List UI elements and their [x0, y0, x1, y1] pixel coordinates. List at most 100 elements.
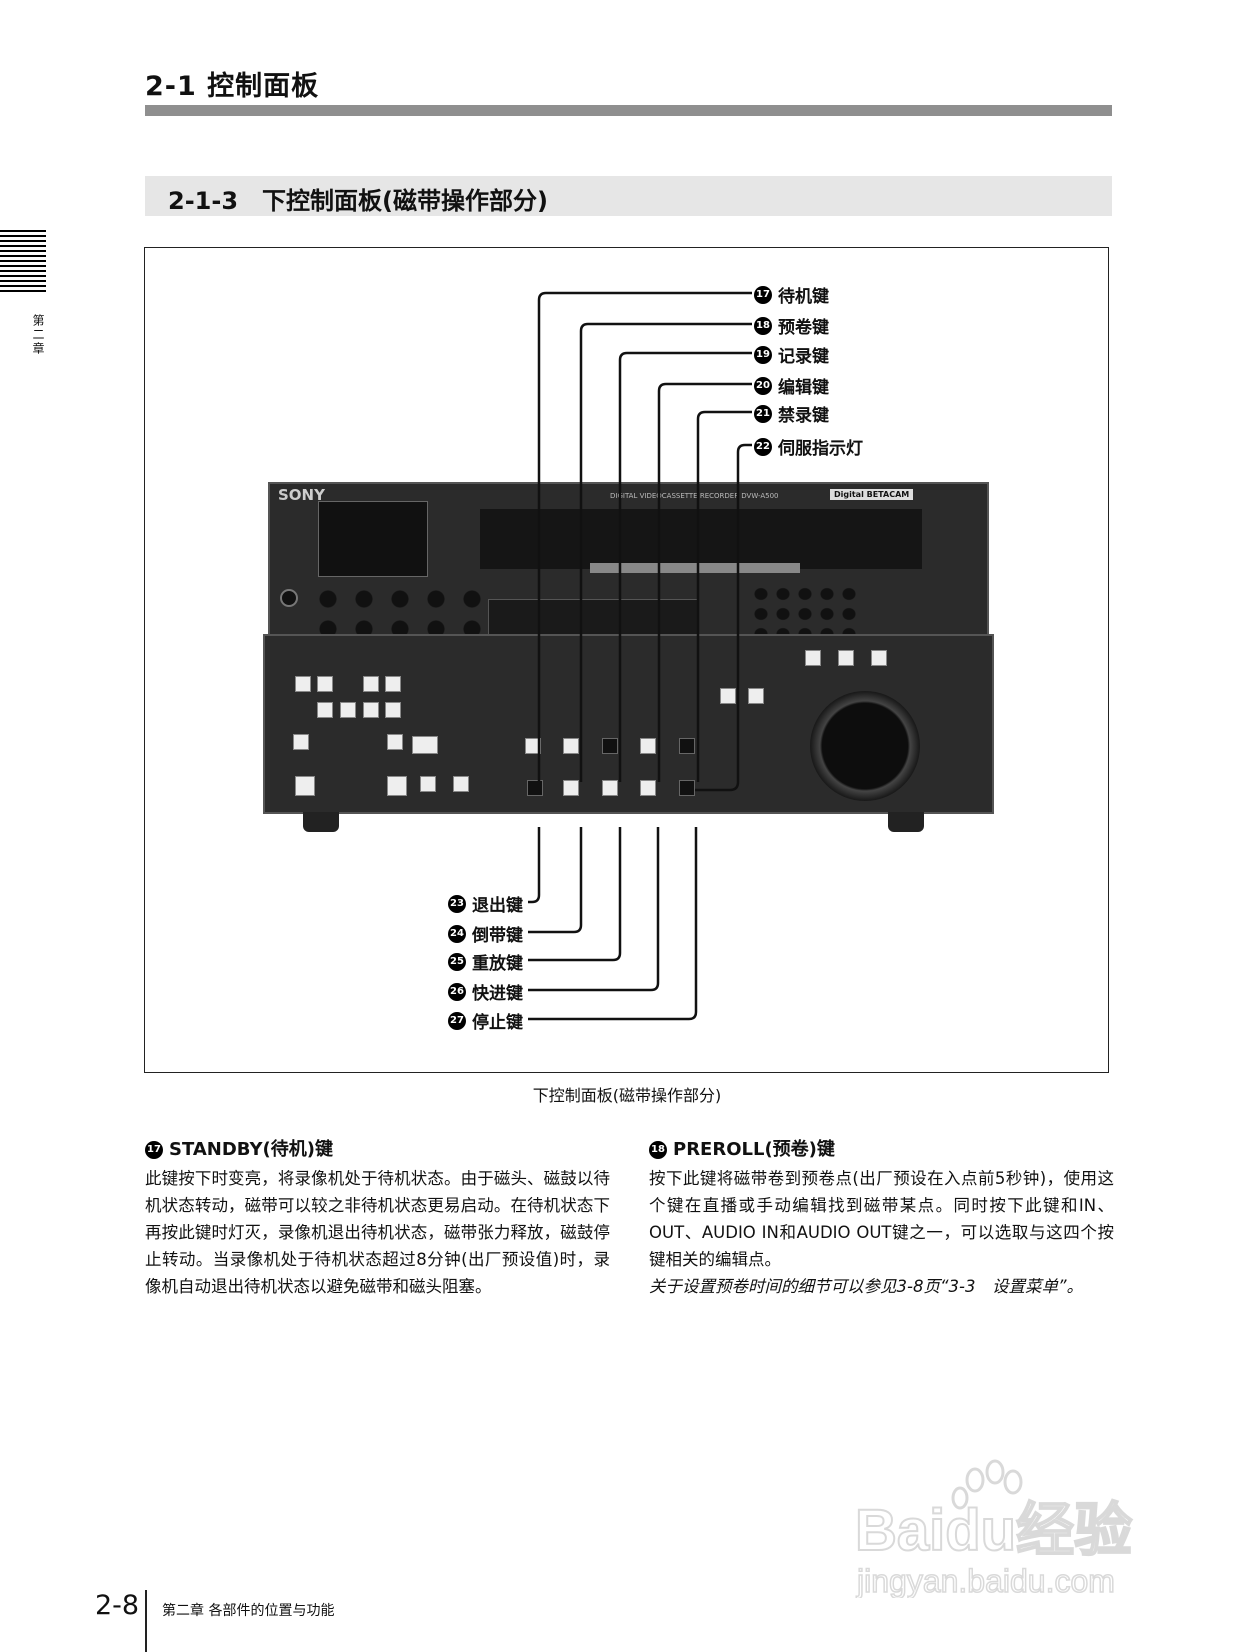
panel-button	[838, 650, 854, 666]
section-body: 此键按下时变亮，将录像机处于待机状态。由于磁头、磁鼓以待机状态转动，磁带可以较之…	[145, 1169, 610, 1296]
stop-button	[679, 780, 695, 796]
callout-label: 预卷键	[778, 318, 829, 338]
rewind-button	[563, 780, 579, 796]
page-title: 2-1 控制面板	[145, 71, 320, 102]
panel-button	[317, 702, 333, 718]
edit-button	[640, 738, 656, 754]
callout-label: 编辑键	[778, 378, 829, 398]
panel-button	[317, 676, 333, 692]
panel-button	[387, 734, 403, 750]
chapter-tab-label: 第二章	[31, 314, 45, 356]
callout-label: 伺服指示灯	[778, 439, 863, 459]
section-heading: 17 STANDBY(待机)键	[145, 1136, 610, 1163]
page-number: 2-8	[95, 1590, 140, 1621]
standby-button	[525, 738, 541, 754]
panel-button	[720, 688, 736, 704]
panel-button	[363, 676, 379, 692]
number-badge: 24	[448, 924, 466, 943]
callout-label: 停止键	[472, 1013, 523, 1033]
panel-button	[412, 736, 438, 754]
number-badge: 18	[649, 1140, 667, 1159]
panel-button	[871, 650, 887, 666]
baidu-watermark: Baidu经验 jingyan.baidu.com	[854, 1458, 1140, 1600]
number-badge: 21	[754, 404, 772, 423]
brand-logo: SONY	[278, 486, 325, 504]
section-heading-bar: 2-1-3 下控制面板(磁带操作部分)	[145, 176, 1112, 216]
number-badge: 19	[754, 345, 772, 364]
section-standby: 17 STANDBY(待机)键 此键按下时变亮，将录像机处于待机状态。由于磁头、磁…	[145, 1136, 610, 1300]
callout-24: 24 倒带键	[448, 921, 523, 946]
number-badge: 26	[448, 982, 466, 1001]
callout-label: 记录键	[778, 347, 829, 367]
callout-19: 19 记录键	[754, 342, 829, 367]
footer-divider	[145, 1590, 147, 1652]
paw-logo-icon: Baidu经验 jingyan.baidu.com	[854, 1459, 1133, 1600]
callout-27: 27 停止键	[448, 1008, 523, 1033]
number-badge: 22	[754, 437, 772, 456]
device-foot	[888, 812, 924, 832]
callout-line-17	[537, 291, 752, 782]
watermark-logo: Baidu经验	[855, 1498, 1132, 1563]
betacam-logo: Digital BETACAM	[830, 489, 914, 500]
panel-button	[805, 650, 821, 666]
number-badge: 23	[448, 894, 466, 913]
number-badge: 17	[754, 285, 772, 304]
callout-line-22	[695, 443, 752, 792]
panel-button	[363, 702, 379, 718]
cassette-label	[590, 563, 800, 573]
callout-label: 禁录键	[778, 406, 829, 426]
callout-line-23	[528, 827, 541, 904]
callout-label: 快进键	[472, 984, 523, 1004]
callout-line-20	[657, 382, 752, 782]
preroll-button	[563, 738, 579, 754]
panel-button	[385, 676, 401, 692]
callout-line-21	[696, 410, 752, 782]
number-badge: 27	[448, 1011, 466, 1030]
callout-label: 待机键	[778, 287, 829, 307]
title-rule	[145, 105, 1112, 116]
play-button	[602, 780, 618, 796]
callout-17: 17 待机键	[754, 282, 829, 307]
callout-21: 21 禁录键	[754, 401, 829, 426]
callout-23: 23 退出键	[448, 891, 523, 916]
record-button	[602, 738, 618, 754]
section-note: 关于设置预卷时间的细节可以参见3-8页“3-3 设置菜单”。	[649, 1277, 1083, 1296]
figure-frame	[144, 247, 1109, 1073]
callout-label: 重放键	[472, 954, 523, 974]
eject-button	[527, 780, 543, 796]
section-heading: 18 PREROLL(预卷)键	[649, 1136, 1114, 1163]
panel-button	[387, 776, 407, 796]
number-badge: 17	[145, 1140, 163, 1159]
lower-control-panel	[263, 634, 994, 814]
number-badge: 25	[448, 952, 466, 971]
callout-label: 倒带键	[472, 926, 523, 946]
cassette-slot	[480, 509, 922, 569]
monitor-screen	[318, 501, 428, 577]
rec-inhibit-button	[679, 738, 695, 754]
panel-button	[295, 676, 311, 692]
section-title: 2-1-3 下控制面板(磁带操作部分)	[168, 187, 548, 215]
callout-label: 退出键	[472, 896, 523, 916]
model-text: DIGITAL VIDEOCASSETTE RECORDER DVW-A500	[610, 492, 779, 500]
device-foot	[303, 812, 339, 832]
chapter-tab-stripes	[0, 230, 46, 293]
heading-text: STANDBY(待机)键	[169, 1139, 334, 1160]
callout-line-27	[528, 827, 698, 1021]
panel-button	[340, 702, 356, 718]
number-badge: 18	[754, 316, 772, 335]
panel-button	[295, 776, 315, 796]
panel-button	[293, 734, 309, 750]
callout-25: 25 重放键	[448, 949, 523, 974]
panel-button	[385, 702, 401, 718]
callout-line-24	[528, 827, 583, 934]
panel-button	[453, 776, 469, 792]
callout-line-26	[528, 827, 660, 992]
watermark-url: jingyan.baidu.com	[856, 1563, 1115, 1598]
callout-line-18	[579, 322, 752, 782]
footer-chapter: 第二章 各部件的位置与功能	[162, 1603, 335, 1619]
fast-forward-button	[640, 780, 656, 796]
heading-text: PREROLL(预卷)键	[673, 1139, 835, 1160]
